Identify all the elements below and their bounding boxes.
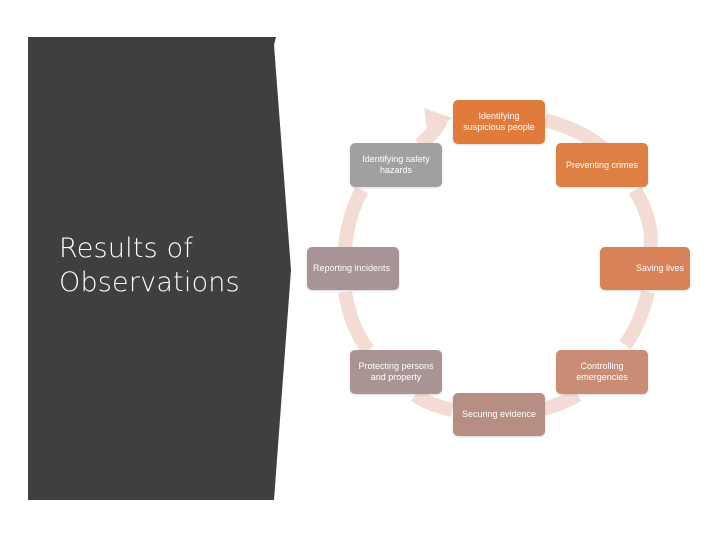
ring-arc-bottom-right (538, 388, 582, 417)
slide-title-line2: Observations (59, 267, 240, 298)
node-identifying-safety-hazards: Identifying safety hazards (350, 143, 442, 187)
ring-arc-bottom-left (411, 389, 454, 417)
node-saving-lives: Saving lives (600, 247, 690, 290)
node-protecting-persons-and-property: Protecting persons and property (350, 350, 442, 394)
node-controlling-emergencies: Controlling emergencies (556, 350, 648, 394)
ring-arc-right-lower (619, 290, 655, 350)
ring-arc-left-lower (338, 290, 374, 355)
ring-arc-right-upper (628, 186, 658, 252)
node-reporting-incidents: Reporting incidents (307, 247, 399, 290)
ring-arrow-head (424, 108, 452, 137)
node-identifying-suspicious-people: Identifying suspicious people (453, 100, 545, 144)
title-panel-shape (28, 37, 291, 500)
node-preventing-crimes: Preventing crimes (556, 143, 648, 187)
slide-title: Results of Observations (59, 232, 259, 300)
slide-title-line1: Results of (59, 233, 194, 264)
node-securing-evidence: Securing evidence (453, 393, 545, 436)
ring-arc-left-upper (338, 186, 369, 249)
